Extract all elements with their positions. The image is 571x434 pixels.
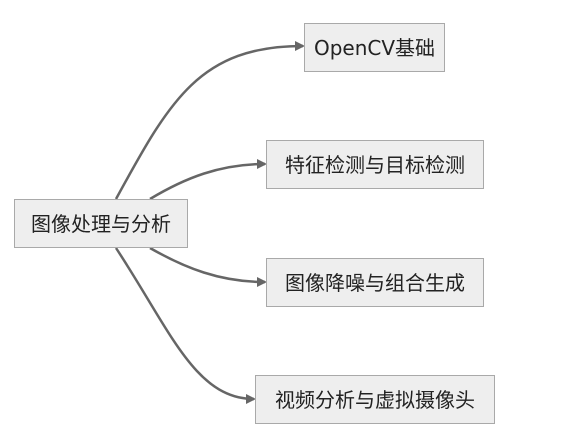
edge-root-to-feature-detection [149, 159, 267, 201]
child-node-video-analysis: 视频分析与虚拟摄像头 [255, 375, 495, 424]
edge-root-to-opencv-basics [114, 41, 305, 200]
child-node-label: 特征检测与目标检测 [285, 152, 465, 177]
child-node-feature-detection: 特征检测与目标检测 [266, 140, 484, 189]
child-node-label: 视频分析与虚拟摄像头 [275, 387, 475, 412]
child-node-label: 图像降噪与组合生成 [285, 270, 465, 295]
edge-root-to-video-analysis [114, 247, 256, 404]
child-node-opencv-basics: OpenCV基础 [304, 23, 445, 72]
root-node: 图像处理与分析 [14, 199, 188, 248]
edge-root-to-denoising [149, 246, 267, 287]
root-node-label: 图像处理与分析 [31, 211, 171, 236]
child-node-denoising: 图像降噪与组合生成 [266, 258, 484, 307]
child-node-label: OpenCV基础 [313, 35, 436, 60]
